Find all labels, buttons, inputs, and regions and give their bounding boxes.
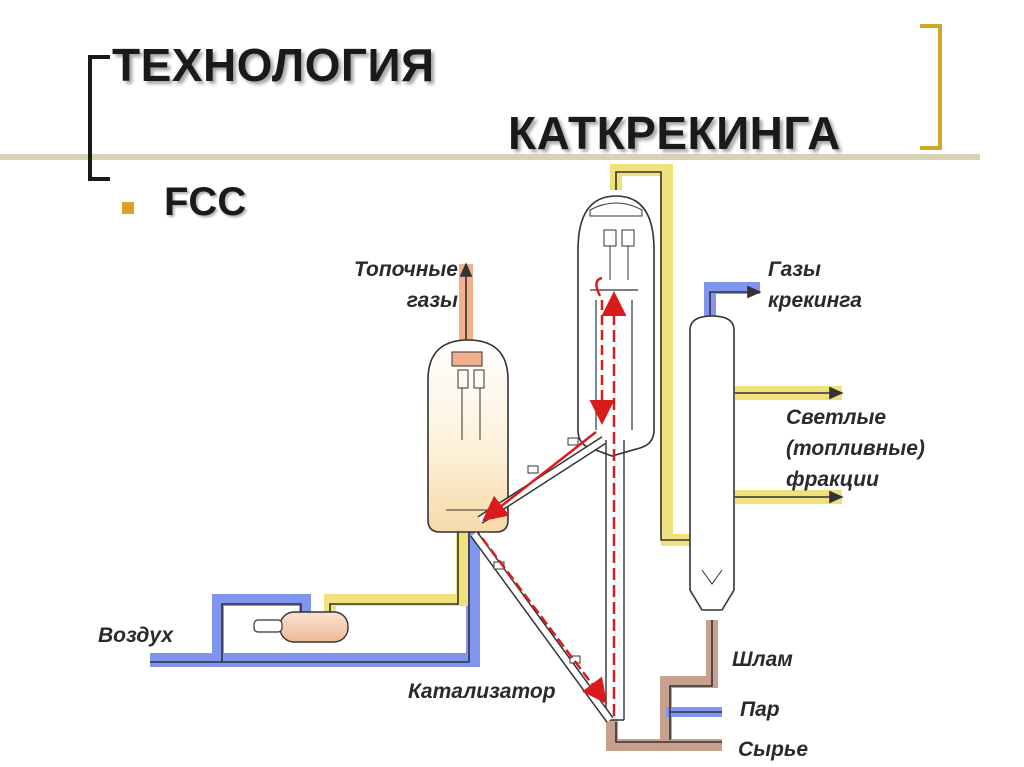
fractionating-column	[689, 315, 735, 611]
left-bracket-decoration	[88, 55, 110, 181]
bullet-fcc: FCC	[164, 180, 247, 224]
label-flue-gas-line-1: Топочные	[354, 258, 458, 281]
label-cracking-gas-line-1: Газы	[768, 258, 821, 281]
catalyst-flow-arrows	[481, 276, 627, 716]
regenerator	[427, 339, 509, 533]
label-cracking-gas-line-2: крекинга	[768, 289, 862, 312]
air-heater	[253, 611, 349, 643]
label-air: Воздух	[98, 624, 174, 647]
air-band	[150, 530, 480, 667]
air-loop-band	[212, 594, 311, 660]
label-light-fractions-line-3: фракции	[786, 468, 879, 491]
label-light-fractions-line-1: Светлые	[786, 406, 886, 429]
label-light-fractions-line-2: (топливные)	[786, 437, 925, 460]
slide-title-line-1: ТЕХНОЛОГИЯ	[112, 39, 435, 91]
label-catalyst: Катализатор	[408, 680, 556, 703]
slide-title-line-2: КАТКРЕКИНГА	[508, 107, 841, 159]
label-feed: Сырье	[738, 738, 808, 761]
bullet-square-icon	[122, 202, 134, 214]
label-flue-gas-line-2: газы	[407, 289, 458, 312]
right-bracket-decoration	[920, 24, 942, 150]
label-sludge: Шлам	[732, 648, 793, 671]
sludge-band	[660, 620, 718, 740]
title-underline	[0, 154, 980, 160]
feed-band	[606, 720, 722, 751]
heater-out-band	[324, 530, 468, 612]
reactor	[577, 195, 655, 721]
label-steam: Пар	[740, 698, 780, 721]
